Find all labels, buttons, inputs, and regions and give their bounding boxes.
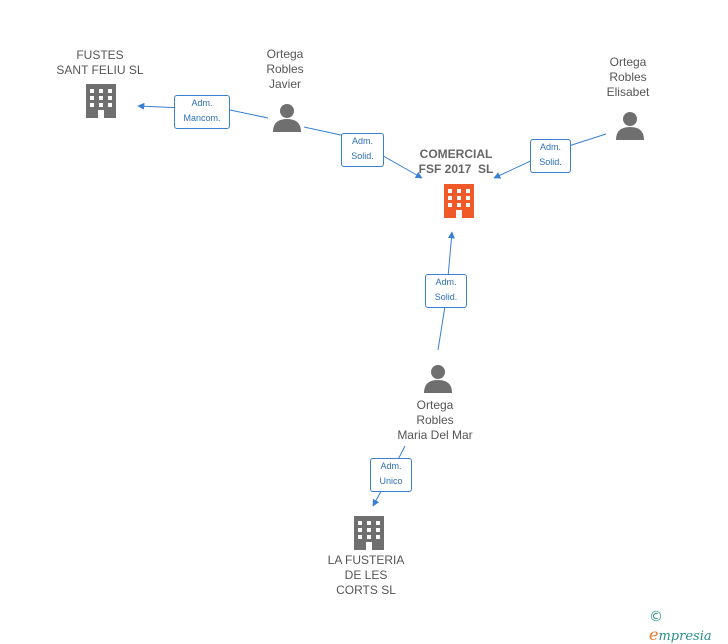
node-label-line: Ortega xyxy=(609,55,647,69)
building-icon xyxy=(354,516,384,550)
copyright-icon: © xyxy=(649,609,663,625)
node-label-line: Robles xyxy=(609,70,647,84)
edge-javier-to-fustes xyxy=(137,102,269,119)
node-label-line: COMERCIAL xyxy=(419,147,493,161)
node-label-ortega-elisabet[interactable]: Ortega Robles Elisabet xyxy=(578,55,678,100)
node-label-line: LA FUSTERIA xyxy=(327,553,405,567)
node-label-line: Elisabet xyxy=(606,85,650,99)
edge-role-line: Solid. xyxy=(434,292,458,302)
edge-role-line: Adm. xyxy=(351,136,373,146)
edge-role-badge-javier-fustes[interactable]: Adm. Mancom. xyxy=(174,95,230,129)
edge-role-line: Adm. xyxy=(539,142,561,152)
node-label-fustes[interactable]: FUSTES SANT FELIU SL xyxy=(40,48,160,78)
person-icon xyxy=(424,365,452,393)
edge-role-badge-elisabet-comercial[interactable]: Adm. Solid. xyxy=(530,139,571,173)
node-label-ortega-javier[interactable]: Ortega Robles Javier xyxy=(235,47,335,92)
person-icon xyxy=(616,112,644,140)
node-label-line: CORTS SL xyxy=(336,583,396,597)
node-label-line: FSF 2017 SL xyxy=(418,162,494,176)
edge-role-badge-javier-comercial[interactable]: Adm. Solid. xyxy=(341,133,384,167)
node-label-line: Ortega xyxy=(266,47,304,61)
node-label-comercial[interactable]: COMERCIAL FSF 2017 SL xyxy=(396,147,516,177)
node-label-line: Javier xyxy=(268,77,301,91)
edge-role-badge-maria-comercial[interactable]: Adm. Solid. xyxy=(425,274,467,308)
node-label-line: DE LES xyxy=(344,568,388,582)
node-label-line: Maria Del Mar xyxy=(397,428,473,442)
edge-role-line: Adm. xyxy=(380,461,402,471)
edge-role-line: Adm. xyxy=(191,98,213,108)
node-label-line: SANT FELIU SL xyxy=(56,63,144,77)
edge-role-line: Unico xyxy=(379,476,403,486)
brand-e-letter: e xyxy=(649,625,659,644)
empresia-logo: © empresia xyxy=(649,609,728,644)
edge-role-line: Mancom. xyxy=(183,113,221,123)
building-icon xyxy=(444,184,474,218)
node-label-line: Robles xyxy=(266,62,304,76)
edge-role-badge-maria-fusteria[interactable]: Adm. Unico xyxy=(370,458,412,492)
edge-role-line: Solid. xyxy=(539,157,562,167)
edge-role-line: Adm. xyxy=(435,277,457,287)
person-icon xyxy=(273,104,301,132)
node-label-line: Ortega xyxy=(416,398,454,412)
brand-name-rest: mpresia xyxy=(658,629,712,644)
node-label-ortega-maria[interactable]: Ortega Robles Maria Del Mar xyxy=(375,398,495,443)
edge-role-line: Solid. xyxy=(351,151,374,161)
node-label-line: FUSTES xyxy=(76,48,124,62)
node-label-la-fusteria[interactable]: LA FUSTERIA DE LES CORTS SL xyxy=(316,553,416,598)
building-icon xyxy=(86,84,116,118)
node-label-line: Robles xyxy=(416,413,454,427)
